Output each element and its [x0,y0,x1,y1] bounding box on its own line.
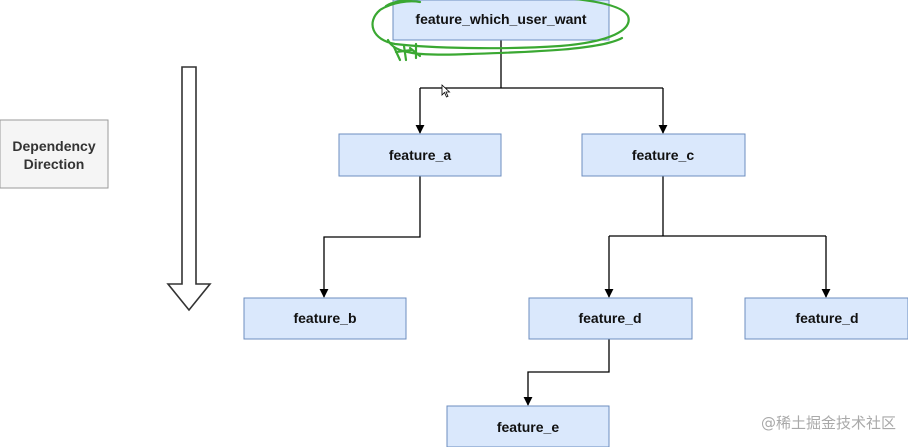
node-root-label: feature_which_user_want [415,11,587,27]
legend-line-2: Direction [24,156,85,172]
legend-line-1: Dependency [12,138,95,154]
node-feature-a-label: feature_a [389,147,451,163]
node-root: feature_which_user_want [392,0,610,41]
node-feature-d-left-label: feature_d [578,310,641,326]
hand-drawn-annotation [371,0,630,62]
node-feature-c-label: feature_c [632,147,694,163]
node-feature-c: feature_c [581,133,746,177]
edge-a-to-b [319,176,421,298]
node-feature-b: feature_b [243,297,407,340]
node-feature-e: feature_e [446,405,610,447]
edge-c-to-d [604,176,831,298]
node-feature-d-left: feature_d [528,297,693,340]
node-feature-b-label: feature_b [293,310,356,326]
edge-root-to-children [415,40,668,134]
node-feature-a: feature_a [338,133,502,177]
mouse-cursor-icon [441,84,451,98]
node-feature-d-right: feature_d [744,297,908,340]
legend-dependency-direction: Dependency Direction [0,119,109,189]
node-feature-e-label: feature_e [497,419,559,435]
edge-d1-to-e [523,339,610,406]
dependency-direction-arrow-icon [166,66,212,312]
watermark-text: @稀土掘金技术社区 [761,414,896,432]
node-feature-d-right-label: feature_d [795,310,858,326]
